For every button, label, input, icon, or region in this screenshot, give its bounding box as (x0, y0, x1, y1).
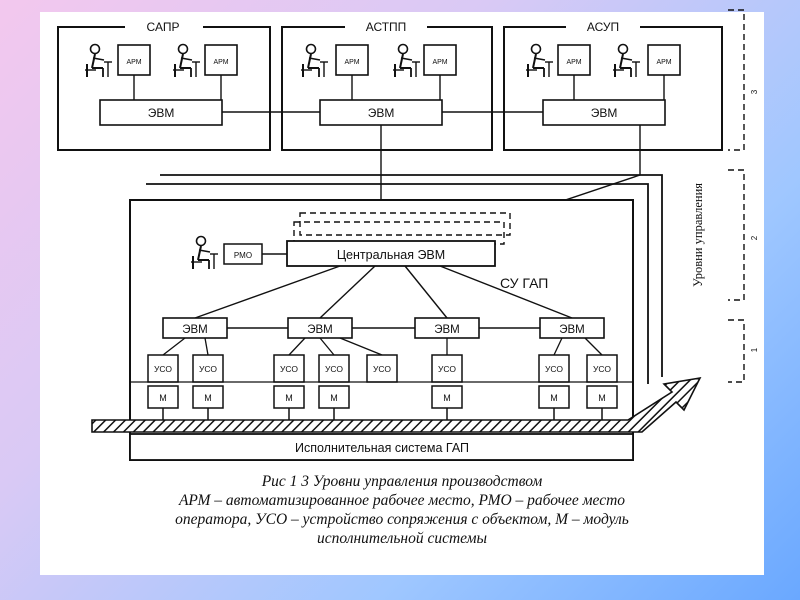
module-label: М (330, 393, 338, 403)
uso-label: УСО (280, 364, 298, 374)
arm-label: АРМ (432, 59, 447, 66)
uso-column: УСО М (586, 354, 618, 409)
redundant-computer (299, 212, 511, 236)
arm-label: АРМ (213, 59, 228, 66)
level-mark: 2 (750, 235, 759, 240)
operator-icon (525, 43, 554, 78)
uso-label: УСО (593, 364, 611, 374)
system-sapr: САПР АРМ АРМ ЭВМ (57, 20, 271, 151)
arm-label: АРМ (126, 59, 141, 66)
mid-computers: ЭВМ ЭВМ ЭВМ ЭВМ (162, 317, 605, 339)
uso-column: УСО М (318, 354, 350, 409)
uso-label: УСО (325, 364, 343, 374)
uso-column: УСО М (538, 354, 570, 409)
central-computer: Центральная ЭВМ (286, 240, 496, 267)
mid-computer-label: ЭВМ (559, 324, 585, 336)
figure-caption: Рис 1 3 Уровни управления производством … (40, 472, 764, 548)
levels-scale: 3 2 1 Уровни управления (691, 9, 759, 383)
uso-column: УСО М (147, 354, 179, 409)
system-asup: АСУП АРМ АРМ ЭВМ (503, 20, 723, 151)
central-computer-label: Центральная ЭВМ (337, 248, 445, 262)
rmo-label: РМО (234, 251, 252, 260)
uso-label: УСО (154, 364, 172, 374)
system-label-asup: АСУП (587, 20, 619, 34)
operator-icon (300, 43, 329, 78)
uso-label: УСО (438, 364, 456, 374)
conveyor-arrow (91, 376, 702, 433)
mid-computer-label: ЭВМ (434, 324, 460, 336)
caption-line: АРМ – автоматизированное рабочее место, … (178, 492, 626, 509)
mid-computer-label: ЭВМ (182, 324, 208, 336)
executive-system: Исполнительная система ГАП (129, 433, 634, 461)
levels-title: Уровни управления (691, 183, 705, 287)
caption-line: исполнительной системы (316, 530, 488, 547)
module-label: М (204, 393, 212, 403)
uso-label: УСО (373, 364, 391, 374)
uso-label: УСО (545, 364, 563, 374)
computer-label: ЭВМ (591, 106, 618, 120)
uso-column: УСО (366, 354, 398, 383)
module-label: М (550, 393, 558, 403)
operator-icon (392, 43, 421, 78)
level-mark: 1 (750, 347, 759, 352)
operator-icon (612, 43, 641, 78)
module-label: М (159, 393, 167, 403)
computer-label: ЭВМ (148, 106, 175, 120)
su-gap-label: СУ ГАП (500, 275, 548, 291)
executive-label: Исполнительная система ГАП (295, 441, 469, 455)
caption-line: Рис 1 3 Уровни управления производством (261, 473, 543, 490)
uso-modules: УСО М УСО М УСО М УСО М УСО УСО (147, 354, 618, 409)
system-label-sapr: САПР (147, 20, 180, 34)
mid-computer-label: ЭВМ (307, 324, 333, 336)
module-label: М (285, 393, 293, 403)
level-mark: 3 (750, 89, 759, 94)
arm-label: АРМ (344, 59, 359, 66)
operator-icon (84, 43, 113, 78)
uso-label: УСО (199, 364, 217, 374)
system-astpp: АСТПП АРМ АРМ ЭВМ (281, 20, 493, 151)
arm-label: АРМ (566, 59, 581, 66)
caption-line: оператора, УСО – устройство сопряжения с… (175, 511, 629, 528)
fanout-lines (194, 265, 573, 319)
system-label-astpp: АСТПП (366, 20, 407, 34)
computer-label: ЭВМ (368, 106, 395, 120)
uso-column: УСО М (431, 354, 463, 409)
operator-workplace: РМО (190, 235, 287, 270)
module-label: М (598, 393, 606, 403)
uso-links (162, 337, 603, 356)
redundant-computer (293, 221, 505, 245)
module-label: М (443, 393, 451, 403)
arm-label: АРМ (656, 59, 671, 66)
operator-icon (172, 43, 201, 78)
